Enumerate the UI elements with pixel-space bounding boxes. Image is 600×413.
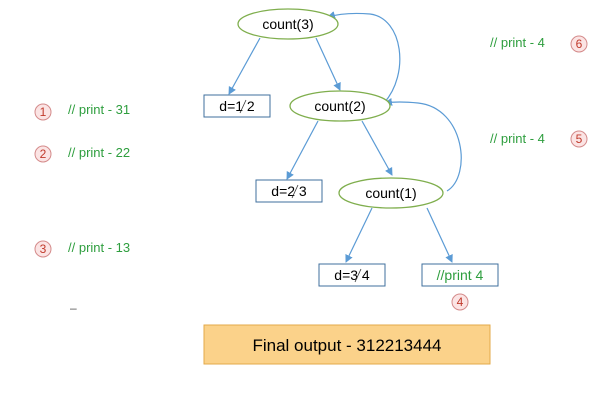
step-3-number: 3 — [40, 242, 47, 256]
box-print4: //print 4 — [421, 263, 499, 287]
step-4-badge — [451, 293, 469, 311]
step-6-number: 6 — [576, 37, 583, 51]
return-arrow-count2-to-count3 — [327, 11, 401, 104]
step-4-number: 4 — [457, 295, 464, 309]
edge-count1-to-print4 — [426, 207, 453, 263]
edges — [228, 11, 462, 263]
stray-dash: – — [70, 301, 77, 315]
step-5-badge — [570, 130, 588, 148]
final-output-text: Final output - 312213444 — [252, 336, 441, 355]
node-count1: count(1) — [338, 177, 444, 209]
node-count3-label: count(3) — [262, 16, 313, 32]
edge-count3-to-count2 — [315, 37, 341, 91]
step-2-number: 2 — [40, 147, 47, 161]
step-3-text: // print - 13 — [68, 240, 130, 255]
step-6-text: // print - 4 — [490, 35, 545, 50]
return-arrow-count1-to-count2 — [384, 97, 462, 192]
edge-count2-to-count1 — [361, 120, 393, 176]
box-d1: d=1 2 — [203, 94, 271, 118]
node-count2: count(2) — [289, 90, 391, 122]
step-6-badge — [570, 35, 588, 53]
step-1: 1 // print - 31 — [34, 102, 130, 121]
step-5-number: 5 — [576, 132, 583, 146]
node-count1-label: count(1) — [365, 185, 416, 201]
step-6: // print - 4 6 — [490, 35, 588, 53]
step-5: // print - 4 5 — [490, 130, 588, 148]
step-2: 2 // print - 22 — [34, 145, 130, 163]
step-1-number: 1 — [40, 105, 47, 119]
step-1-text: // print - 31 — [68, 102, 130, 117]
strike-mark — [239, 99, 247, 114]
step-1-badge — [34, 103, 52, 121]
strike-mark — [291, 184, 299, 199]
step-3: 3 // print - 13 — [34, 240, 130, 258]
box-d2-label: d=2 3 — [271, 183, 307, 199]
box-d3-label: d=3 4 — [334, 267, 370, 283]
step-2-badge — [34, 145, 52, 163]
edge-count3-to-d1 — [228, 37, 261, 95]
edge-count1-to-d3 — [345, 207, 373, 263]
box-d2: d=2 3 — [255, 179, 323, 203]
step-5-text: // print - 4 — [490, 131, 545, 146]
final-output-banner: Final output - 312213444 — [203, 324, 491, 365]
node-count3: count(3) — [237, 8, 339, 40]
box-print4-label: //print 4 — [437, 267, 484, 283]
step-4: 4 — [451, 293, 469, 311]
strike-mark — [354, 268, 362, 283]
box-d3: d=3 4 — [318, 263, 386, 287]
node-count2-label: count(2) — [314, 98, 365, 114]
step-3-badge — [34, 240, 52, 258]
step-2-text: // print - 22 — [68, 145, 130, 160]
edge-count2-to-d2 — [286, 120, 319, 180]
box-d1-label: d=1 2 — [219, 98, 255, 114]
